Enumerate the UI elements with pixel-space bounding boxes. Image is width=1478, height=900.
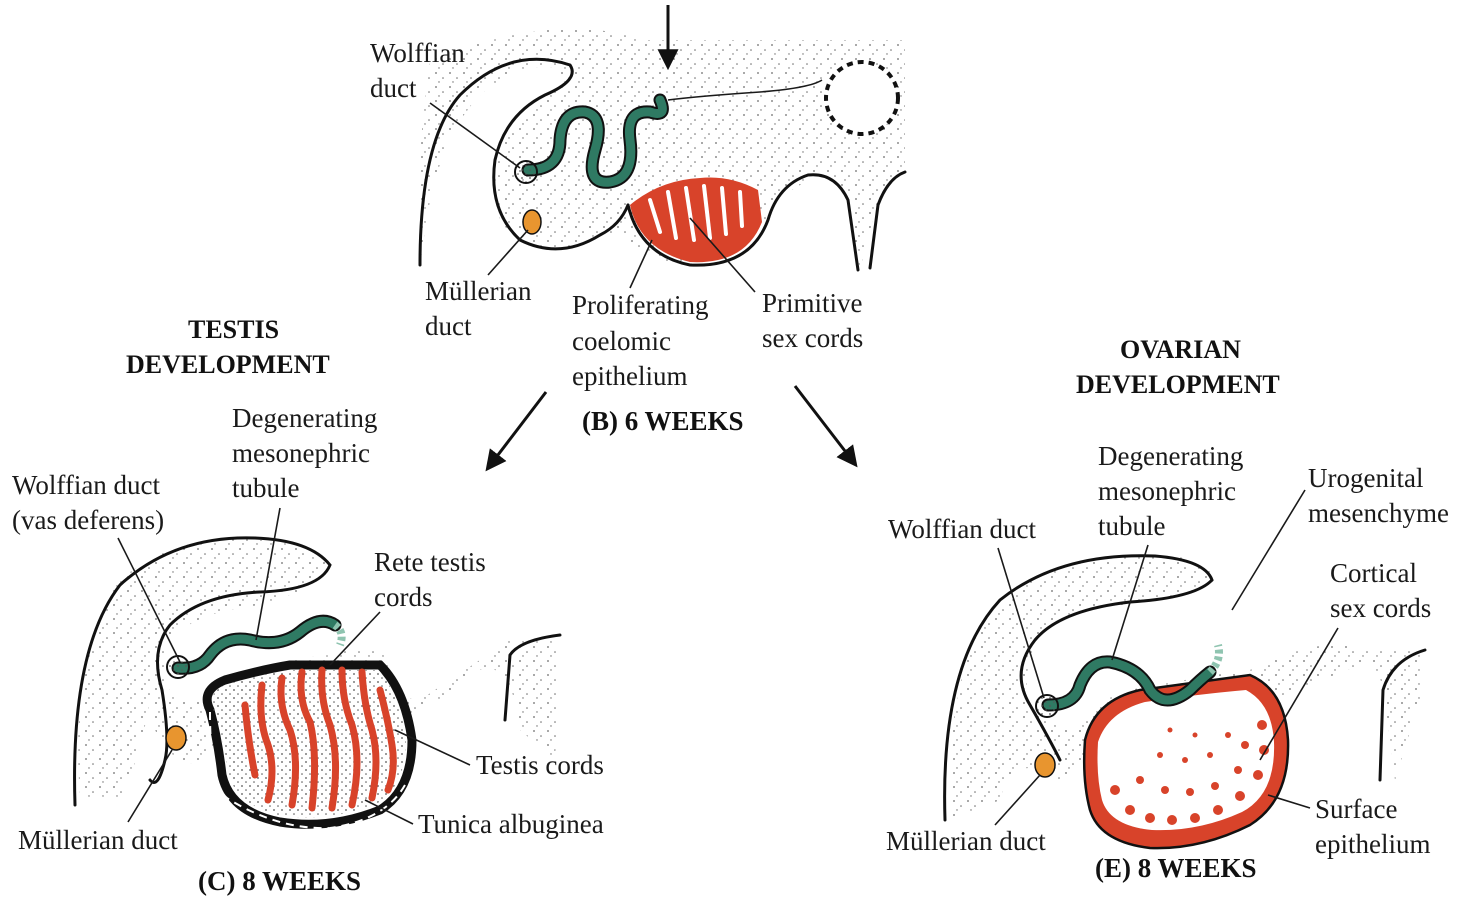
- ovary-urogenital-label-2: mesenchyme: [1308, 498, 1449, 528]
- testis-degenerating-label-1: Degenerating: [232, 403, 377, 433]
- panel-b-wolffian-label-1: Wolffian: [370, 38, 465, 68]
- ovary-urogenital-leader: [1232, 490, 1305, 610]
- panel-b-wolffian-label-2: duct: [370, 73, 417, 103]
- testis-rete-label-1: Rete testis: [374, 547, 486, 577]
- ovary-mullerian-label: Müllerian duct: [886, 826, 1046, 856]
- ovary-surface-label-1: Surface: [1315, 794, 1397, 824]
- testis-mullerian-label: Müllerian duct: [18, 825, 178, 855]
- testis-heading-1: TESTIS: [188, 315, 279, 344]
- panel-e-wolffian-lumen: [1036, 695, 1058, 717]
- panel-b-proliferating-label-2: coelomic: [572, 326, 671, 356]
- ovary-surface-label-2: epithelium: [1315, 829, 1430, 859]
- panel-b-glomerulus: [826, 62, 898, 134]
- ovary-cortical-label-2: sex cords: [1330, 593, 1431, 623]
- arrow-to-testis: [488, 392, 546, 468]
- panel-c-caption: (C) 8 WEEKS: [198, 866, 361, 896]
- testis-degenerating-label-2: mesonephric: [232, 438, 370, 468]
- testis-wolffian-label-2: (vas deferens): [12, 505, 164, 535]
- testis-tunica-label: Tunica albuginea: [418, 809, 604, 839]
- panel-b-6-weeks: Wolffian duct Müllerian duct Proliferati…: [370, 5, 905, 436]
- ovary-heading-2: DEVELOPMENT: [1076, 370, 1280, 399]
- panel-e-ovary: OVARIAN DEVELOPMENT: [886, 335, 1449, 883]
- panel-c-testis: TESTIS DEVELOPMENT Degenerating mesoneph…: [12, 315, 604, 896]
- panel-b-wolffian-lumen: [515, 161, 537, 183]
- panel-b-caption: (B) 6 WEEKS: [582, 406, 744, 436]
- panel-b-proliferating-label-1: Proliferating: [572, 290, 708, 320]
- panel-b-primitive-label-2: sex cords: [762, 323, 863, 353]
- ovary-heading-1: OVARIAN: [1120, 335, 1241, 364]
- panel-e-caption: (E) 8 WEEKS: [1095, 853, 1257, 883]
- arrow-to-ovary: [795, 386, 855, 464]
- panel-e-mullerian-duct: [1035, 753, 1055, 777]
- panel-b-mullerian-duct: [523, 210, 541, 234]
- ovary-degenerating-label-2: mesonephric: [1098, 476, 1236, 506]
- panel-b-primitive-label-1: Primitive: [762, 288, 863, 318]
- panel-b-proliferating-label-3: epithelium: [572, 361, 687, 391]
- panel-b-mullerian-label-1: Müllerian: [425, 276, 532, 306]
- testis-heading-2: DEVELOPMENT: [126, 350, 330, 379]
- testis-rete-label-2: cords: [374, 582, 432, 612]
- ovary-degenerating-label-1: Degenerating: [1098, 441, 1243, 471]
- testis-cords-label: Testis cords: [476, 750, 604, 780]
- ovary-wolffian-label: Wolffian duct: [888, 514, 1037, 544]
- ovary-cortical-label-1: Cortical: [1330, 558, 1417, 588]
- testis-wolffian-label-1: Wolffian duct: [12, 470, 161, 500]
- testis-degenerating-label-3: tubule: [232, 473, 300, 503]
- panel-b-mullerian-leader: [488, 230, 528, 275]
- panel-c-mullerian-duct: [166, 726, 186, 750]
- ovary-degenerating-label-3: tubule: [1098, 511, 1166, 541]
- ovary-urogenital-label-1: Urogenital: [1308, 463, 1423, 493]
- panel-b-mullerian-label-2: duct: [425, 311, 472, 341]
